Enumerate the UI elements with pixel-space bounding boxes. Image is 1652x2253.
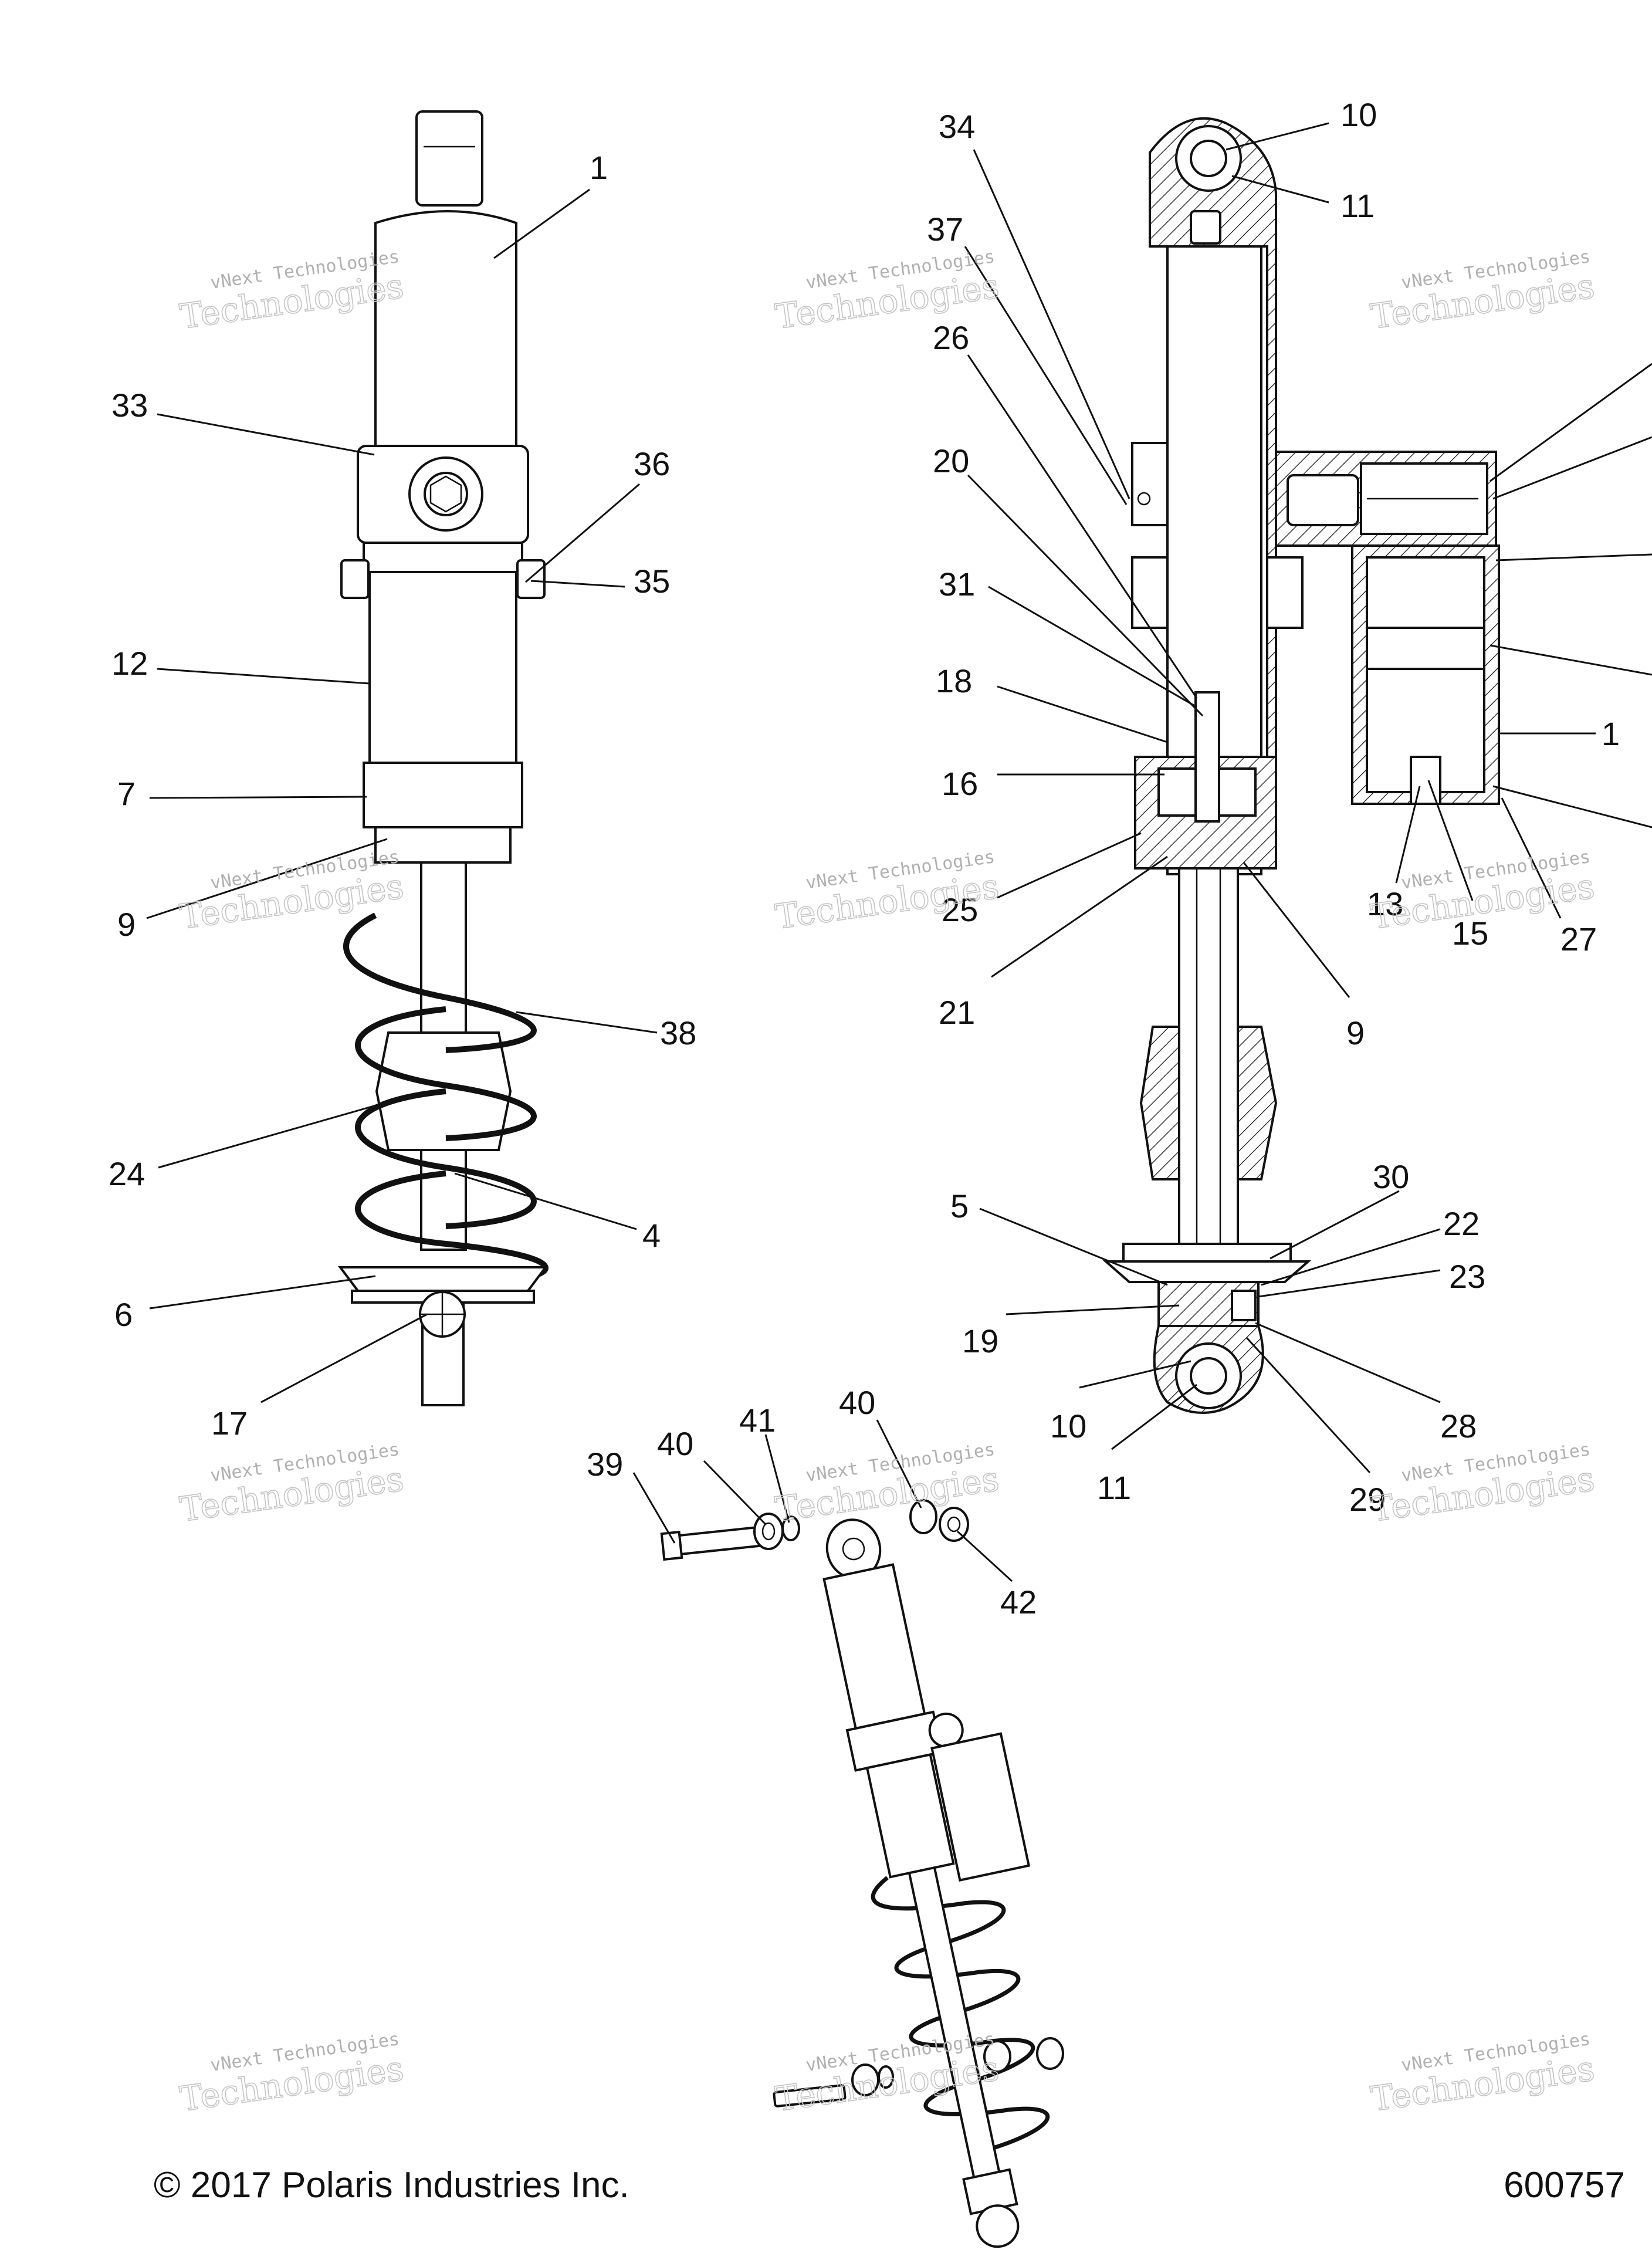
callout-mid-34: 34 (939, 108, 975, 145)
callout-left-7: 7 (117, 775, 136, 812)
callout-top-11: 11 (1340, 187, 1375, 224)
hardware (660, 1499, 1064, 2107)
small-shock-assembly (822, 1518, 1050, 2248)
callout-hw-39: 39 (587, 1446, 623, 1483)
callout-left-9: 9 (117, 906, 136, 943)
callout-mid-25: 25 (942, 891, 978, 928)
callout-right-15: 15 (1452, 915, 1488, 952)
callout-left-4: 4 (642, 1217, 661, 1254)
callout-mid-5: 5 (950, 1188, 969, 1224)
callout-mid-18: 18 (936, 662, 972, 699)
callout-left-12: 12 (111, 645, 148, 682)
callout-mid-16: 16 (942, 765, 978, 802)
callout-left-1: 1 (590, 149, 608, 186)
center-shock-cross-section (1102, 117, 1500, 1414)
callout-left-24: 24 (109, 1155, 145, 1192)
callout-hw-40a: 40 (657, 1425, 693, 1462)
callout-mid-11: 11 (1097, 1469, 1131, 1506)
callout-mid-22: 22 (1443, 1205, 1480, 1242)
callout-top-10: 10 (1340, 96, 1377, 133)
callout-mid-10: 10 (1050, 1408, 1086, 1445)
callout-left-33: 33 (111, 387, 148, 424)
diagram-number: 600757 (1504, 2165, 1625, 2205)
callout-mid-29: 29 (1349, 1481, 1386, 1518)
callout-mid-20: 20 (933, 442, 969, 479)
copyright-text: © 2017 Polaris Industries Inc. (154, 2165, 629, 2205)
callout-labels: 1 33 36 35 12 7 9 38 24 4 6 17 10 11 34 … (109, 96, 1620, 1621)
callout-left-17: 17 (211, 1405, 248, 1442)
callout-mid-28: 28 (1440, 1408, 1477, 1445)
callout-left-38: 38 (660, 1014, 696, 1051)
callout-hw-41: 41 (739, 1402, 776, 1439)
callout-hw-42: 42 (1000, 1584, 1037, 1621)
callout-right-13: 13 (1367, 885, 1403, 922)
callout-left-6: 6 (114, 1296, 133, 1333)
callout-mid-23: 23 (1449, 1258, 1485, 1295)
callout-mid-19: 19 (962, 1322, 998, 1359)
callout-hw-40b: 40 (839, 1384, 875, 1421)
callout-mid-30: 30 (1373, 1158, 1409, 1195)
left-shock-assembly (338, 110, 549, 1406)
callout-right-1: 1 (1602, 715, 1620, 752)
watermarks: vNext Technologies Technologies vNext Te… (177, 246, 1597, 2120)
callout-right-27: 27 (1560, 921, 1597, 958)
callout-left-35: 35 (634, 563, 670, 600)
callout-mid-9: 9 (1346, 1014, 1365, 1051)
callout-mid-37: 37 (927, 211, 963, 248)
callout-left-36: 36 (634, 445, 670, 482)
callout-mid-21: 21 (939, 994, 975, 1031)
leader-lines (146, 122, 1652, 1582)
callout-mid-26: 26 (933, 319, 969, 356)
callout-mid-31: 31 (939, 566, 975, 603)
